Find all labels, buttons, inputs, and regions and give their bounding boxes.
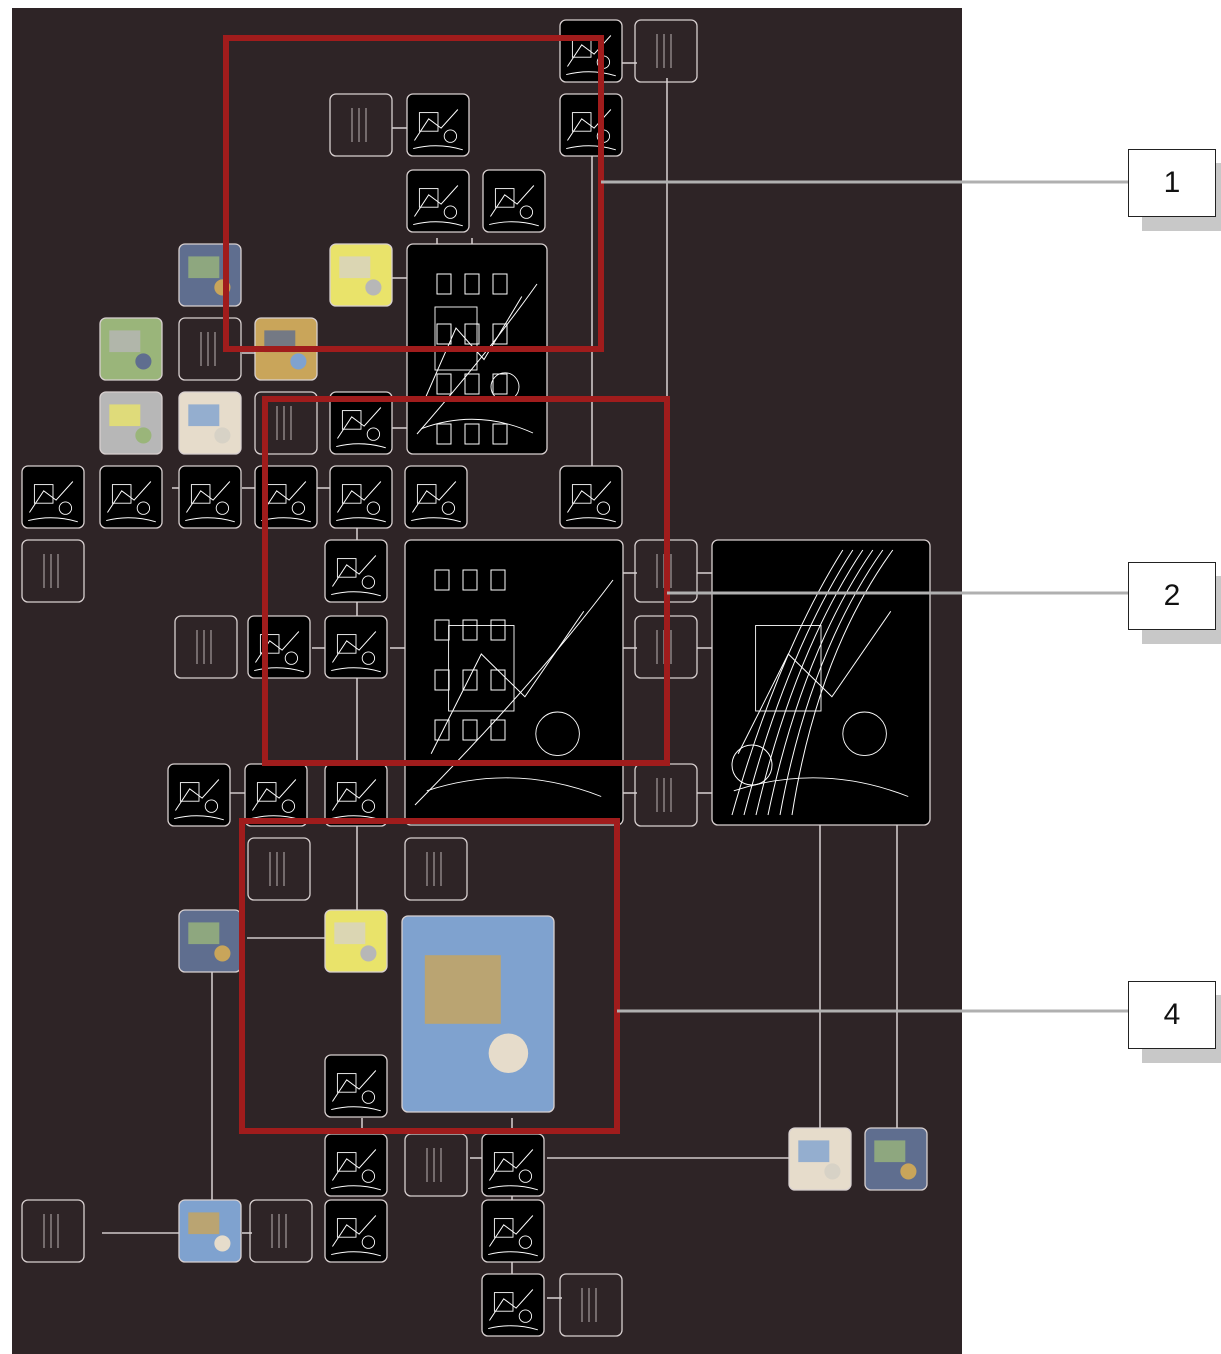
callout-label-1: 1 (1128, 149, 1216, 217)
sketch-thumbnail (483, 170, 545, 232)
caption-card (179, 318, 241, 380)
caption-card (635, 540, 697, 602)
caption-card (330, 94, 392, 156)
callout-label-2: 2 (1128, 562, 1216, 630)
sketch-thumbnail (560, 94, 622, 156)
storyboard-map (12, 8, 962, 1354)
sketch-thumbnail (560, 20, 622, 82)
sketch-thumbnail (325, 1055, 387, 1117)
color-thumbnail (330, 244, 392, 306)
caption-card (22, 1200, 84, 1262)
caption-card (255, 392, 317, 454)
storyboard-canvas (12, 8, 962, 1354)
color-thumbnail (789, 1128, 851, 1190)
color-thumbnail (255, 318, 317, 380)
caption-card (175, 616, 237, 678)
color-thumbnail (100, 318, 162, 380)
callout-text-4: 4 (1164, 998, 1181, 1032)
sketch-thumbnail (325, 1134, 387, 1196)
sketch-thumbnail (325, 540, 387, 602)
color-thumbnail (179, 244, 241, 306)
sketch-thumbnail (325, 1200, 387, 1262)
sketch-thumbnail (245, 764, 307, 826)
sketch-thumbnail (482, 1134, 544, 1196)
sketch-thumbnail (407, 94, 469, 156)
sketch-thumbnail (407, 244, 547, 454)
caption-card (248, 838, 310, 900)
sketch-thumbnail (179, 466, 241, 528)
color-thumbnail (100, 392, 162, 454)
sketch-thumbnail (405, 466, 467, 528)
sketch-thumbnail (248, 616, 310, 678)
callout-label-4: 4 (1128, 981, 1216, 1049)
sketch-thumbnail (325, 616, 387, 678)
sketch-thumbnail (330, 392, 392, 454)
sketch-thumbnail (255, 466, 317, 528)
color-thumbnail (325, 910, 387, 972)
sketch-thumbnail (168, 764, 230, 826)
color-thumbnail (865, 1128, 927, 1190)
caption-card (405, 838, 467, 900)
caption-card (635, 616, 697, 678)
sketch-thumbnail (560, 466, 622, 528)
color-thumbnail (402, 916, 554, 1112)
color-thumbnail (179, 910, 241, 972)
sketch-thumbnail (482, 1200, 544, 1262)
caption-card (405, 1134, 467, 1196)
sketch-thumbnail (712, 540, 930, 825)
callout-text-1: 1 (1164, 166, 1181, 200)
sketch-thumbnail (330, 466, 392, 528)
sketch-thumbnail (482, 1274, 544, 1336)
sketch-thumbnail (407, 170, 469, 232)
color-thumbnail (179, 1200, 241, 1262)
sketch-thumbnail (22, 466, 84, 528)
caption-card (250, 1200, 312, 1262)
sketch-thumbnail (325, 764, 387, 826)
callout-text-2: 2 (1164, 579, 1181, 613)
color-thumbnail (179, 392, 241, 454)
sketch-thumbnail (100, 466, 162, 528)
caption-card (635, 764, 697, 826)
caption-card (22, 540, 84, 602)
caption-card (635, 20, 697, 82)
caption-card (560, 1274, 622, 1336)
